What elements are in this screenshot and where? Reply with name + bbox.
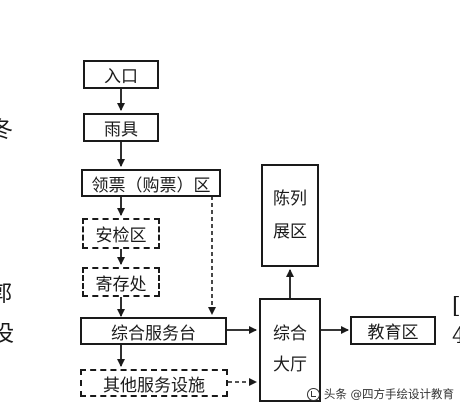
node-umbrella: 雨具 [83, 113, 159, 142]
node-education: 教育区 [350, 316, 436, 345]
edge-char-left-2: 郭 [0, 282, 13, 307]
watermark: 头条 @四方手绘设计教育 [306, 386, 454, 402]
node-entrance: 入口 [83, 60, 159, 89]
node-other-services: 其他服务设施 [80, 369, 228, 397]
node-service-desk-label: 综合服务台 [111, 323, 196, 344]
node-entrance-label: 入口 [104, 67, 138, 87]
node-ticket-label: 领票（购票）区 [91, 175, 211, 196]
node-exhibit-line2: 展区 [273, 221, 307, 242]
node-hall: 综合 大厅 [259, 298, 321, 402]
node-exhibit-area: 陈列 展区 [261, 164, 319, 267]
node-hall-line1: 综合 [273, 324, 307, 345]
node-storage-label: 寄存处 [95, 274, 147, 295]
node-security: 安检区 [82, 218, 160, 249]
edge-char-right-1: [ [452, 294, 460, 319]
node-exhibit-line1: 陈列 [273, 189, 307, 210]
node-hall-line2: 大厅 [273, 355, 307, 375]
watermark-logo-icon [306, 387, 320, 401]
edge-char-left-1: 冬 [0, 118, 14, 143]
watermark-text: 头条 @四方手绘设计教育 [323, 387, 454, 401]
node-education-label: 教育区 [367, 323, 419, 343]
edge-char-left-3: 没 [0, 322, 15, 347]
node-other-services-label: 其他服务设施 [103, 375, 205, 396]
node-security-label: 安检区 [95, 226, 147, 246]
node-storage: 寄存处 [82, 267, 160, 297]
node-umbrella-label: 雨具 [104, 120, 138, 140]
node-service-desk: 综合服务台 [80, 317, 227, 345]
edge-char-right-2: 4 [452, 324, 460, 349]
node-ticket-area: 领票（购票）区 [81, 169, 221, 197]
